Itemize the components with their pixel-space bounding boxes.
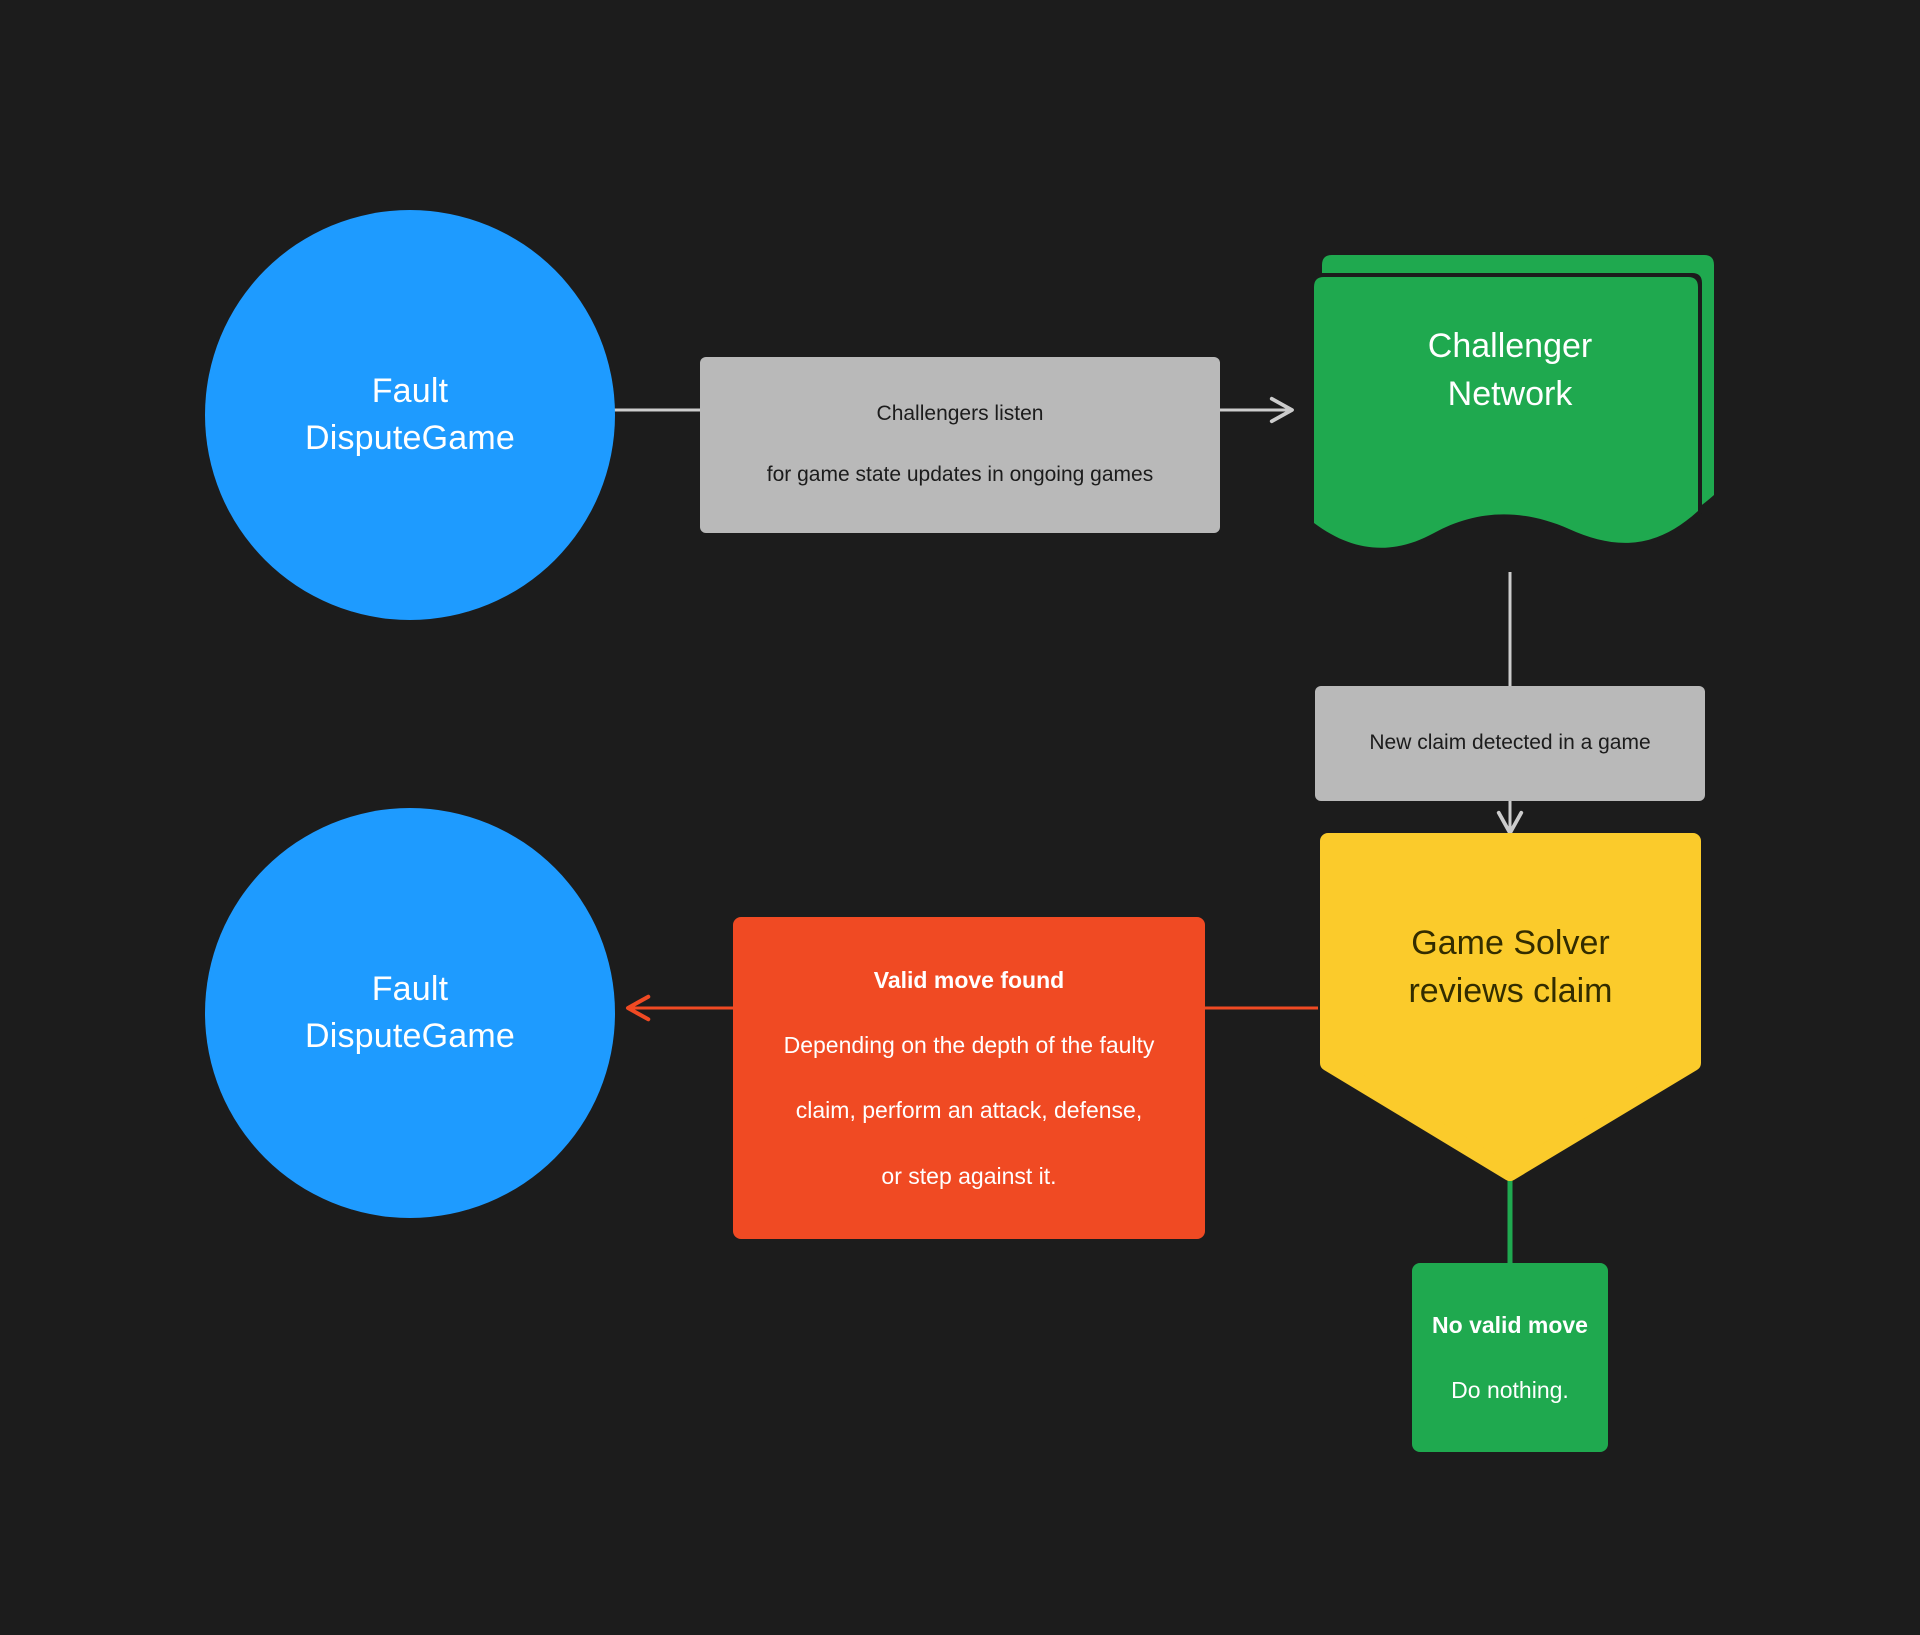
node-fault-disputegame-top[interactable]: Fault DisputeGame [205, 210, 615, 620]
edge-label-line2: for game state updates in ongoing games [766, 463, 1154, 487]
node-challenger-network[interactable]: Challenger Network [1300, 245, 1720, 575]
edge-label-title: No valid move [1432, 1311, 1588, 1338]
edge-label-valid-move: Valid move found Depending on the depth … [733, 917, 1205, 1239]
node-label-line1: Game Solver [1411, 924, 1610, 962]
node-label-line2: DisputeGame [304, 419, 516, 457]
node-fault-disputegame-bottom[interactable]: Fault DisputeGame [205, 808, 615, 1218]
node-label-line2: Network [1447, 374, 1573, 413]
edge-label-challengers-listen: Challengers listen for game state update… [700, 357, 1220, 534]
edge-label-line3: or step against it. [881, 1162, 1057, 1189]
edge-label-text: New claim detected in a game [1369, 731, 1651, 755]
edge-label-new-claim: New claim detected in a game [1315, 686, 1705, 802]
node-label: Challenger Network [1300, 323, 1720, 418]
edge-label-title: Valid move found [873, 966, 1065, 993]
node-label-line1: Challenger [1427, 327, 1593, 365]
node-label-line2: reviews claim [1408, 972, 1613, 1011]
edge-label-line2: claim, perform an attack, defense, [795, 1097, 1143, 1124]
node-label: Game Solver reviews claim [1318, 919, 1703, 1016]
edge-label-no-valid-move: No valid move Do nothing. [1412, 1263, 1608, 1453]
shield-shape [1320, 833, 1701, 1181]
node-game-solver[interactable]: Game Solver reviews claim [1318, 833, 1703, 1181]
edge-label-line1: Depending on the depth of the faulty [783, 1031, 1155, 1058]
node-label-line1: Fault [371, 970, 449, 1009]
node-label-line2: DisputeGame [304, 1017, 516, 1055]
node-label-line1: Fault [371, 372, 449, 411]
edge-label-line1: Challengers listen [876, 402, 1044, 426]
edge-label-line1: Do nothing. [1451, 1376, 1569, 1403]
document-front-layer [1314, 277, 1698, 548]
